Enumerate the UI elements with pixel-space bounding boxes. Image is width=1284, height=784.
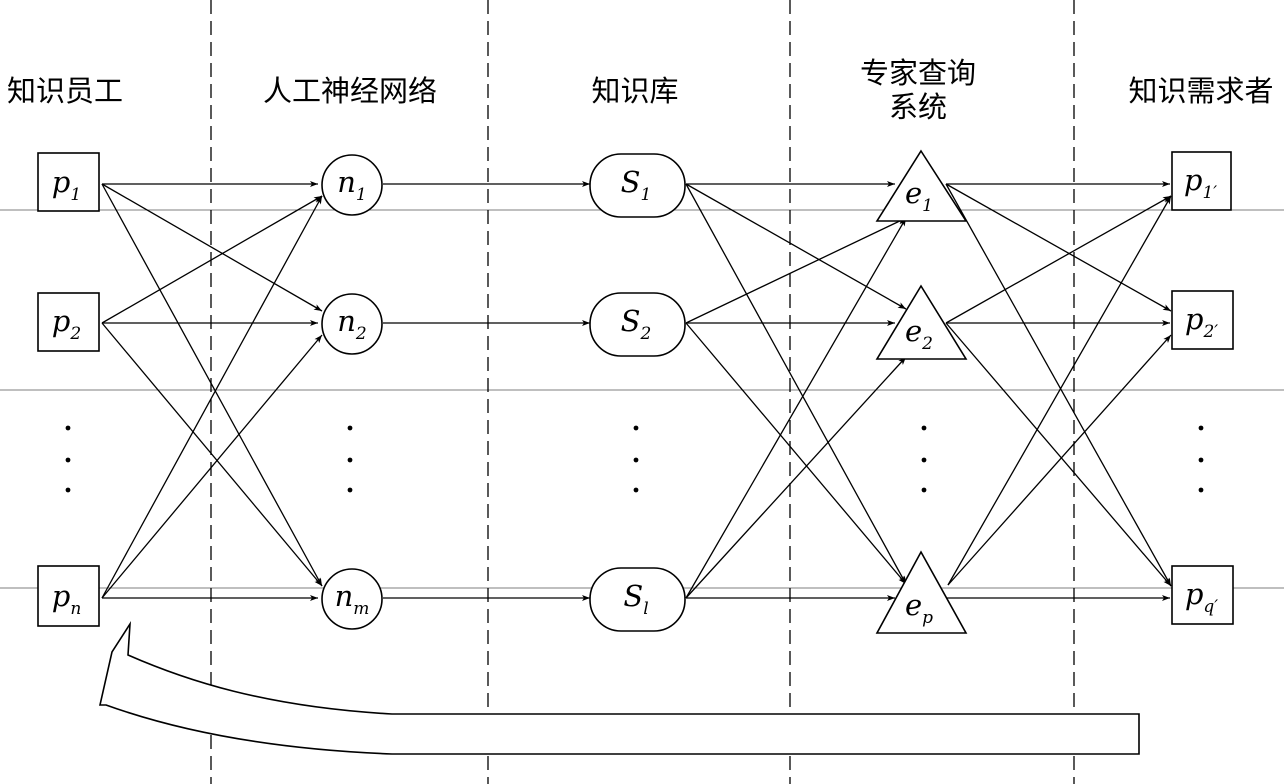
neuron-node-n1 bbox=[321, 154, 383, 216]
ellipsis-dot-neurons-1 bbox=[347, 425, 353, 431]
edge-ep-p1prime bbox=[947, 195, 1172, 586]
neuron-node-nm bbox=[321, 568, 383, 630]
ellipsis-dot-employees-1 bbox=[65, 425, 71, 431]
employee-node-p1-label: p1 bbox=[52, 165, 81, 205]
edge-p1-nm bbox=[101, 183, 323, 587]
ellipsis-dot-employees-2 bbox=[65, 457, 71, 463]
ellipsis-dot-demanders-1 bbox=[1198, 425, 1204, 431]
header-demanders: 知识需求者 bbox=[1128, 74, 1274, 108]
header-expert-line1: 专家查询 bbox=[859, 56, 976, 90]
edge-p2-nm bbox=[101, 322, 323, 587]
employee-node-p2 bbox=[37, 292, 100, 352]
header-employees: 知识员工 bbox=[6, 74, 123, 108]
kb-node-sl bbox=[589, 567, 686, 632]
expert-node-e2 bbox=[875, 284, 968, 360]
edge-s1-e2 bbox=[685, 183, 907, 310]
ellipsis-dot-experts-1 bbox=[921, 425, 927, 431]
employee-node-p1 bbox=[37, 152, 100, 212]
edge-s2-ep bbox=[685, 322, 907, 585]
edge-s1-ep bbox=[685, 183, 907, 585]
ellipsis-dots bbox=[65, 425, 1204, 493]
demander-node-p2prime bbox=[1171, 290, 1234, 350]
edge-p2-n1 bbox=[101, 195, 323, 324]
edge-e1-p2prime bbox=[945, 183, 1172, 312]
demander-node-p1prime bbox=[1171, 151, 1232, 211]
neuron-node-nm-label: nm bbox=[335, 579, 370, 619]
edge-pn-n1 bbox=[101, 195, 323, 599]
header-expert-line2: 系统 bbox=[888, 90, 947, 124]
ellipsis-dot-kb-1 bbox=[633, 425, 639, 431]
expert-node-ep bbox=[875, 550, 968, 634]
edge-pn-n2 bbox=[101, 334, 323, 599]
ellipsis-dot-experts-2 bbox=[921, 457, 927, 463]
header-kb: 知识库 bbox=[591, 74, 679, 108]
expert-node-e2-label: e2 bbox=[905, 314, 933, 354]
expert-node-e1 bbox=[875, 149, 968, 222]
edges bbox=[101, 180, 1172, 602]
kb-node-s1 bbox=[589, 153, 686, 218]
demander-node-pqprime bbox=[1171, 565, 1234, 625]
employee-node-pn bbox=[37, 565, 100, 627]
ellipsis-dot-employees-3 bbox=[65, 487, 71, 493]
ellipsis-dot-experts-3 bbox=[921, 487, 927, 493]
ellipsis-dot-demanders-2 bbox=[1198, 457, 1204, 463]
expert-node-e1-label: e1 bbox=[905, 176, 933, 216]
ellipsis-dot-neurons-2 bbox=[347, 457, 353, 463]
ellipsis-dot-kb-2 bbox=[633, 457, 639, 463]
edge-e2-p1prime bbox=[945, 195, 1172, 324]
feedback-arrow bbox=[98, 620, 1140, 755]
demander-node-p2prime-label: p2′ bbox=[1185, 302, 1218, 342]
employee-node-p2-label: p2 bbox=[52, 304, 81, 344]
expert-node-ep-label: ep bbox=[905, 588, 933, 628]
header-ann: 人工神经网络 bbox=[262, 74, 437, 108]
kb-node-sl-label: Sl bbox=[623, 579, 648, 619]
kb-node-s1-label: S1 bbox=[621, 165, 652, 205]
edge-sl-e1 bbox=[685, 217, 907, 599]
neuron-node-n1-label: n1 bbox=[337, 165, 367, 205]
neuron-node-n2 bbox=[321, 293, 383, 355]
kb-node-s2 bbox=[589, 292, 686, 357]
neuron-node-n2-label: n2 bbox=[337, 304, 367, 344]
demander-node-p1prime-label: p1′ bbox=[1184, 163, 1217, 203]
edge-p1-n2 bbox=[101, 183, 323, 312]
employee-node-pn-label: pn bbox=[52, 579, 82, 619]
header-expert-system: 专家查询 系统 bbox=[850, 56, 986, 124]
ellipsis-dot-demanders-3 bbox=[1198, 487, 1204, 493]
edge-sl-e2 bbox=[685, 356, 907, 599]
demander-node-pqprime-label: pq′ bbox=[1185, 577, 1218, 617]
kb-node-s2-label: S2 bbox=[621, 304, 652, 344]
edge-e2-pqprime bbox=[945, 322, 1172, 587]
edge-s2-e1 bbox=[685, 217, 907, 324]
ellipsis-dot-kb-3 bbox=[633, 487, 639, 493]
ellipsis-dot-neurons-3 bbox=[347, 487, 353, 493]
edge-e1-pqprime bbox=[945, 183, 1172, 587]
edge-ep-p2prime bbox=[947, 334, 1172, 586]
